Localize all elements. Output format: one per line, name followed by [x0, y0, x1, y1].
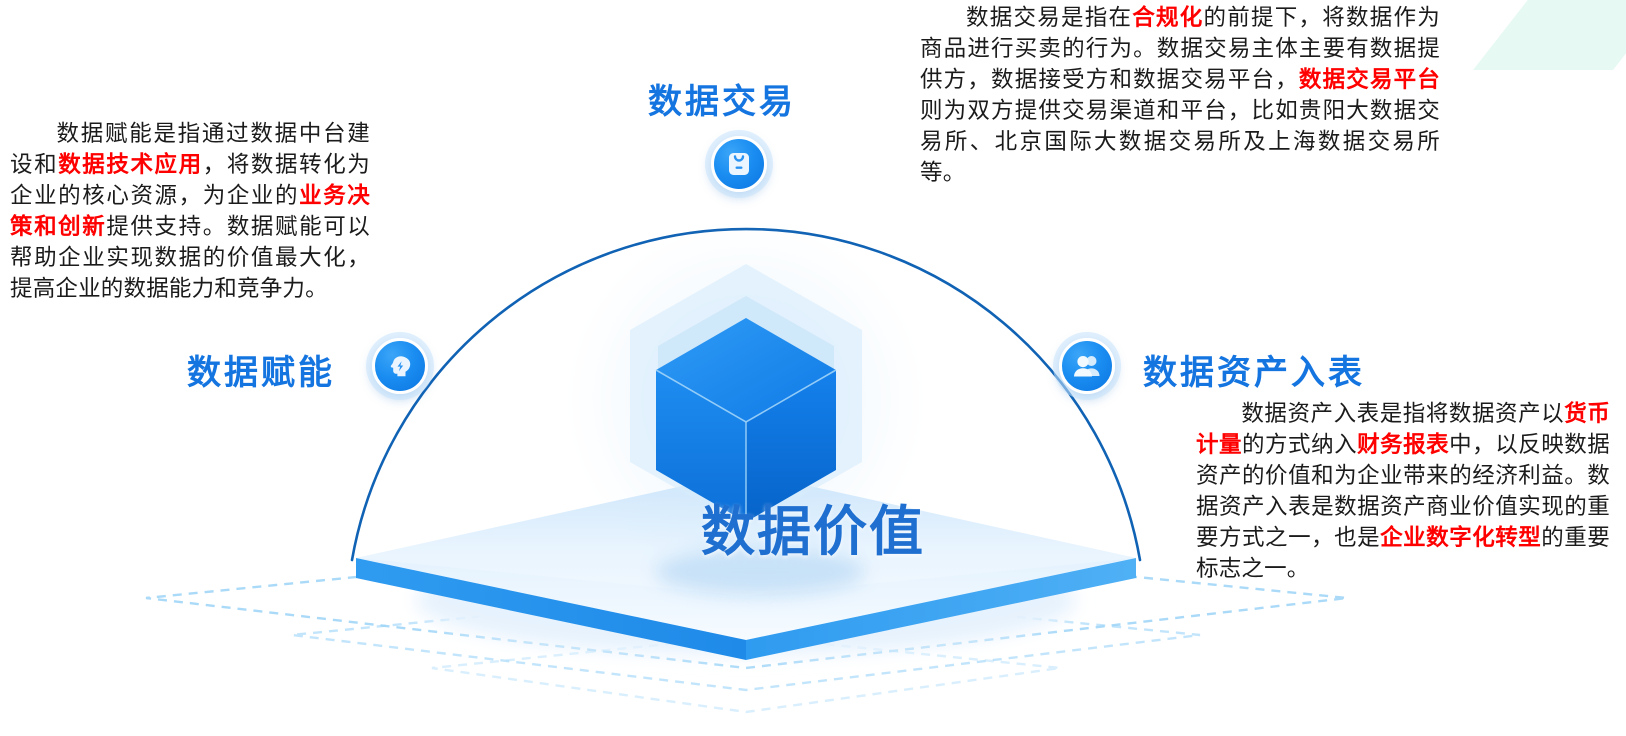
node-circle-trade[interactable]	[711, 136, 767, 192]
head-lightning-icon	[386, 352, 414, 380]
paragraph-trade: 数据交易是指在合规化的前提下，将数据作为商品进行买卖的行为。数据交易主体主要有数…	[920, 2, 1440, 188]
paragraph-text: 的重要标志之一。	[1196, 525, 1610, 581]
paragraph-text: 则为双方提供交易渠道和平台，比如贵阳大数据交易所、北京国际大数据交易所及上海数据…	[920, 98, 1440, 185]
highlighted-term: 数据交易平台	[1298, 67, 1441, 92]
paragraph-asset: 数据资产入表是指将数据资产以货币计量的方式纳入财务报表中，以反映数据资产的价值和…	[1196, 398, 1610, 584]
paragraph-text: ，将数据转化为企业的核心资源，为企业的	[10, 152, 371, 208]
shopping-bag-icon	[726, 150, 752, 178]
highlighted-term: 数据技术应用	[58, 152, 203, 177]
highlighted-term: 业务决策和创新	[10, 183, 370, 239]
node-title-empower: 数据赋能	[187, 354, 335, 392]
paragraph-text: 数据资产入表是指将数据资产以	[1241, 401, 1565, 426]
node-title-asset: 数据资产入表	[1143, 354, 1365, 392]
paragraph-text: 提供支持。数据赋能可以帮助企业实现数据的价值最大化，提高企业的数据能力和竞争力。	[10, 214, 370, 301]
highlighted-term: 合规化	[1132, 5, 1204, 30]
paragraph-text: 数据赋能是指通过数据中台建设和	[10, 121, 370, 177]
center-cube-group	[566, 220, 926, 580]
3d-cube-icon	[655, 318, 837, 522]
node-title-trade: 数据交易	[648, 83, 796, 121]
paragraph-text: 中，以反映数据资产的价值和为企业带来的经济利益。数据资产入表是数据资产商业价值实…	[1196, 432, 1610, 550]
users-group-icon	[1072, 353, 1102, 379]
highlighted-term: 财务报表	[1357, 432, 1450, 457]
node-circle-asset[interactable]	[1059, 338, 1115, 394]
paragraph-text: 的方式纳入	[1242, 432, 1358, 457]
highlighted-term: 企业数字化转型	[1380, 525, 1542, 550]
paragraph-text: 的前提下，将数据作为商品进行买卖的行为。数据交易主体主要有数据提供方，数据接受方…	[920, 5, 1440, 92]
center-label: 数据价值	[701, 502, 925, 562]
node-circle-empower[interactable]	[372, 338, 428, 394]
paragraph-text: 数据交易是指在	[965, 5, 1133, 30]
paragraph-empower: 数据赋能是指通过数据中台建设和数据技术应用，将数据转化为企业的核心资源，为企业的…	[10, 118, 370, 304]
highlighted-term: 货币计量	[1196, 401, 1610, 457]
